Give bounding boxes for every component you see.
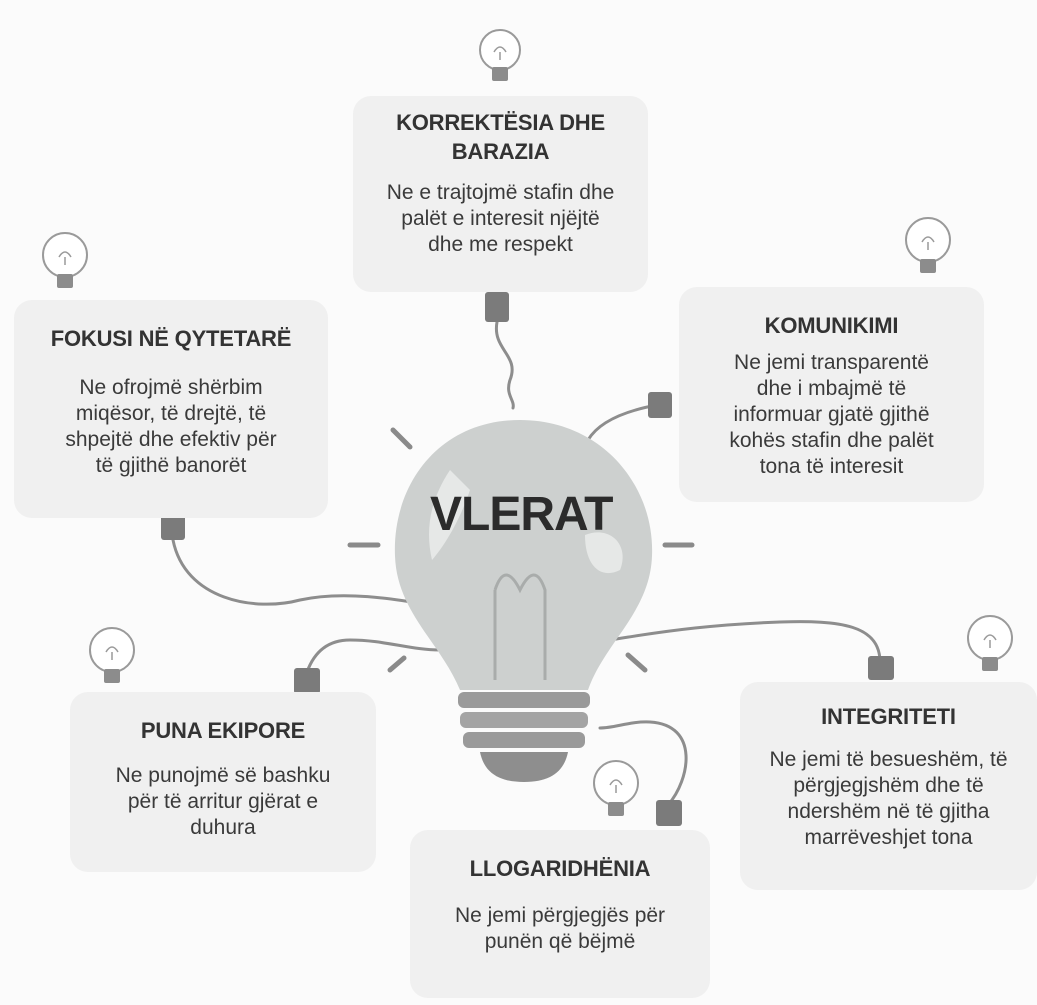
value-card-llogaridhenia: LLOGARIDHËNIA Ne jemi përgjegjës për pun…	[410, 830, 710, 998]
bulb-base-1	[458, 692, 590, 708]
value-card-komunikimi: KOMUNIKIMI Ne jemi transparentë dhe i mb…	[679, 287, 984, 502]
plugs	[161, 292, 894, 826]
plug-right-upper	[648, 392, 672, 418]
wire-top	[494, 320, 515, 410]
light-bulb-icon	[967, 615, 1013, 671]
bulb-filament	[493, 573, 547, 680]
plug-bottom	[656, 800, 682, 826]
value-text: Ne e trajtojmë stafin dhe palët e intere…	[386, 181, 615, 256]
bulb-base-2	[460, 712, 588, 728]
value-card-integriteti: INTEGRITETI Ne jemi të besueshëm, të për…	[740, 682, 1037, 890]
bulb-base-3	[463, 732, 585, 748]
value-text: Ne jemi transparentë dhe i mbajmë të inf…	[729, 351, 934, 478]
value-card-puna-ekipore: PUNA EKIPORE Ne punojmë së bashku për të…	[70, 692, 376, 872]
rays	[347, 427, 695, 673]
value-title: PUNA EKIPORE	[140, 718, 306, 743]
value-title: FOKUSI NË QYTETARË	[50, 326, 292, 351]
value-text: Ne jemi të besueshëm, të përgjegjshëm dh…	[769, 748, 1008, 849]
plug-left	[161, 512, 185, 540]
value-card-korrektesia: KORREKTËSIA DHE BARAZIA Ne e trajtojmë s…	[353, 96, 648, 292]
light-bulb-icon	[905, 217, 951, 273]
wire-left-lower	[305, 638, 442, 674]
value-title: KOMUNIKIMI	[764, 313, 899, 338]
ray-1	[390, 427, 413, 450]
wire-bottom	[598, 720, 688, 807]
wire-left	[171, 538, 432, 607]
value-title: LLOGARIDHËNIA	[469, 856, 651, 881]
wire-right-upper	[586, 403, 659, 442]
light-bulb-icon	[42, 232, 88, 288]
value-title: INTEGRITETI	[821, 704, 956, 729]
ray-4	[625, 652, 648, 673]
value-text: Ne jemi përgjegjës për punën që bëjmë	[454, 904, 666, 953]
plug-left-lower	[294, 668, 320, 694]
bulb-highlight	[429, 470, 470, 560]
bulb-highlight-2	[585, 532, 623, 574]
plug-top	[485, 292, 509, 322]
light-bulb-icon	[479, 29, 521, 81]
wire-right-lower	[608, 620, 882, 664]
light-bulb-icon	[593, 760, 639, 816]
central-bulb-icon	[394, 420, 653, 782]
light-bulb-icon	[89, 627, 135, 683]
value-title: KORREKTËSIA DHE BARAZIA	[396, 110, 605, 164]
center-title: VLERAT	[430, 488, 613, 541]
value-card-fokusi: FOKUSI NË QYTETARË Ne ofrojmë shërbim mi…	[14, 300, 328, 518]
value-text: Ne punojmë së bashku për të arritur gjër…	[115, 764, 331, 839]
plug-right-lower	[868, 656, 894, 680]
value-text: Ne ofrojmë shërbim miqësor, të drejtë, t…	[65, 376, 277, 477]
ray-5	[387, 655, 407, 673]
bulb-tip	[480, 752, 568, 782]
